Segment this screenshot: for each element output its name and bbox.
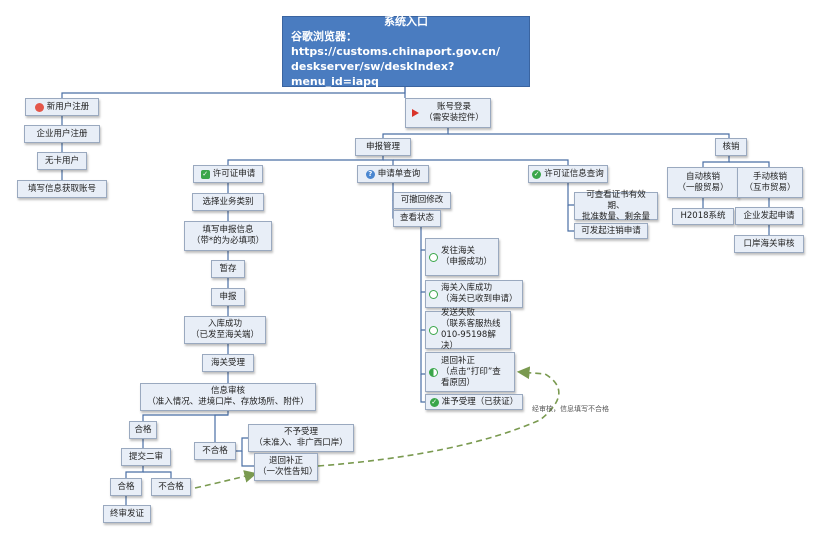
status-half-icon xyxy=(429,367,438,377)
link-fail-return xyxy=(241,451,254,467)
customs-stored-label: 海关入库成功 （海关已收到申请） xyxy=(441,283,518,304)
manual-cancel-node: 手动核销 （互市贸易） xyxy=(737,167,803,198)
permit-info-query-node: ✓许可证信息查询 xyxy=(528,165,608,183)
link-second-pass2 xyxy=(125,466,144,478)
link-cancel-manual xyxy=(729,161,770,167)
link-second-fail2 xyxy=(143,471,172,478)
status-pending-icon xyxy=(429,252,438,262)
root-url-line2: deskserver/sw/deskIndex?menu_id=iapq xyxy=(291,60,455,88)
link-review-pass xyxy=(142,411,229,421)
person-icon xyxy=(34,102,44,112)
link-login-cancel xyxy=(448,133,730,138)
status-progress-icon xyxy=(429,289,438,299)
enterprise-apply-node: 企业发起申请 xyxy=(735,207,803,225)
fail2-node: 不合格 xyxy=(151,478,191,496)
login-label: 账号登录 （需安装控件） xyxy=(424,102,484,123)
link-status-approved xyxy=(420,374,425,403)
application-query-node: ?申请单查询 xyxy=(357,165,429,183)
fail-node: 不合格 xyxy=(194,442,236,460)
view-certificate-node: 可查看证书有效期、 批准数量、剩余量 xyxy=(574,190,658,222)
root-browser-label: 谷歌浏览器： xyxy=(291,30,357,43)
customs-stored-node: 海关入库成功 （海关已收到申请） xyxy=(425,280,523,308)
auto-cancel-node: 自动核销 （一般贸易） xyxy=(667,167,739,198)
status-failed-icon xyxy=(429,325,438,335)
link-login-decl xyxy=(382,128,449,138)
h2018-system-node: H2018系统 xyxy=(672,208,734,225)
send-failed-node: 发送失败 （联系客服热线 010-95198解决） xyxy=(425,308,511,351)
root-title: 系统入口 xyxy=(384,15,428,28)
info-icon: ? xyxy=(365,169,375,179)
submit-node: 申报 xyxy=(211,288,245,306)
declaration-management-node: 申报管理 xyxy=(355,138,411,156)
new-user-label: 新用户注册 xyxy=(46,101,90,112)
no-card-user-node: 无卡用户 xyxy=(37,152,87,170)
approved-label: 准予受理（已获证） xyxy=(441,396,519,407)
enterprise-user-register-node: 企业用户注册 xyxy=(24,125,100,143)
return-fix2-label: 退回补正 （点击“打印”查 看原因） xyxy=(441,355,501,388)
sent-customs-label: 发往海关 （申报成功） xyxy=(441,246,493,267)
review-fail-annotation: 经审核，信息填写不合格 xyxy=(532,405,609,413)
return-fix-print-node: 退回补正 （点击“打印”查 看原因） xyxy=(425,352,515,392)
dashed-arrow-fail2-return xyxy=(194,470,258,489)
query-apply-label: 申请单查询 xyxy=(377,168,421,179)
revoke-modify-node: 可撤回修改 xyxy=(393,192,451,209)
root-entry-node: 系统入口 谷歌浏览器： https://customs.chinaport.go… xyxy=(282,15,530,88)
new-user-register-node: 新用户注册 xyxy=(25,98,99,116)
send-fail-label: 发送失败 （联系客服热线 010-95198解决） xyxy=(441,308,501,351)
link-pq-cancel xyxy=(567,205,574,232)
check-icon: ✓ xyxy=(200,169,210,179)
permit-apply-label: 许可证申请 xyxy=(212,168,256,179)
link-decl-permit xyxy=(227,156,384,165)
view-status-node: 查看状态 xyxy=(393,210,441,227)
cancel-node: 核销 xyxy=(715,138,747,156)
dashed-arrow-return-return2 xyxy=(317,366,560,467)
link-cancel-auto xyxy=(702,156,730,167)
port-customs-review-node: 口岸海关审核 xyxy=(734,235,804,253)
pass-node: 合格 xyxy=(129,421,157,439)
root-url-line1: https://customs.chinaport.gov.cn/ xyxy=(291,45,501,58)
approved-node: ✓准予受理（已获证） xyxy=(425,394,523,410)
fill-declaration-info-node: 填写申报信息 （带*的为必填项） xyxy=(184,221,272,251)
return-fix-node: 退回补正 （一次性告知） xyxy=(254,453,318,481)
not-accepted-node: 不予受理 （未准入、非广西口岸） xyxy=(248,424,354,452)
sent-to-customs-node: 发往海关 （申报成功） xyxy=(425,238,499,276)
stored-success-node: 入库成功 （已发至海关端） xyxy=(184,316,266,344)
permit-apply-node: ✓许可证申请 xyxy=(193,165,263,183)
final-issue-node: 终审发证 xyxy=(103,505,151,523)
link-decl-permitquery xyxy=(393,159,569,165)
link-review-fail xyxy=(214,414,228,442)
check-circle-icon: ✓ xyxy=(532,169,542,179)
flag-icon xyxy=(412,109,420,117)
fill-info-get-account-node: 填写信息获取账号 xyxy=(17,180,107,198)
link-fail-notaccepted xyxy=(236,437,248,452)
draft-node: 暂存 xyxy=(211,260,245,278)
permit-query-label: 许可证信息查询 xyxy=(544,168,604,179)
account-login-node: 账号登录 （需安装控件） xyxy=(405,98,491,128)
pass2-node: 合格 xyxy=(110,478,142,496)
check-circle-icon: ✓ xyxy=(429,397,439,407)
info-review-node: 信息审核 （准入情况、进境口岸、存放场所、附件） xyxy=(140,383,316,411)
customs-accepted-node: 海关受理 xyxy=(202,354,254,372)
select-business-type-node: 选择业务类别 xyxy=(192,193,264,211)
second-review-node: 提交二审 xyxy=(121,448,171,466)
cancel-apply-node: 可发起注销申请 xyxy=(574,223,648,239)
